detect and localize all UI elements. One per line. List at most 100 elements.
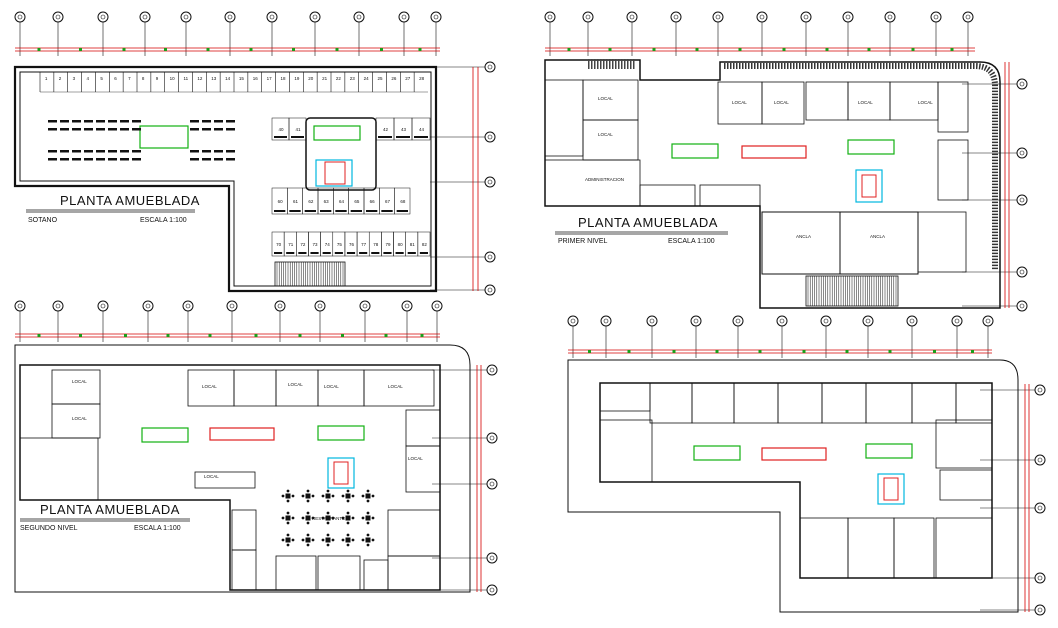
room (935, 419, 993, 469)
dim-tick (933, 350, 936, 353)
segundo-escalator (209, 427, 275, 441)
parking-number: 65 (354, 199, 360, 204)
axis-bubble-inner (954, 318, 960, 324)
dim-tick (384, 334, 388, 337)
parking-number: 13 (211, 76, 217, 81)
primer-elevator (855, 169, 883, 203)
parking-number: 10 (170, 76, 176, 81)
parking-bar (214, 128, 223, 131)
restaurant-chair (286, 521, 290, 525)
restaurant-chair (326, 521, 330, 525)
axis-bubble (1016, 78, 1028, 90)
parking-bar (407, 252, 416, 254)
axis-bubble-inner (933, 14, 939, 20)
parking-number: 8 (142, 76, 145, 81)
axis-bubble (180, 11, 192, 23)
tercer-elevator (877, 473, 905, 505)
axis-bubble-inner (1019, 81, 1025, 87)
restaurant-chair (286, 511, 290, 515)
restaurant-chair (341, 516, 345, 520)
primer-room-label: LOCAL (858, 100, 873, 105)
axis-bubble (982, 315, 994, 327)
restaurant-table (365, 493, 371, 499)
parking-bar (120, 128, 129, 131)
parking-bar (378, 136, 392, 138)
axis-bubble (97, 300, 109, 312)
room (865, 382, 913, 424)
restaurant-chair (306, 543, 310, 547)
axis-bubble (401, 300, 413, 312)
restaurant-chair (281, 494, 285, 498)
parking-bar (96, 128, 105, 131)
axis-bubble (1016, 300, 1028, 312)
parking-bar (108, 120, 117, 123)
axis-bubble-inner (673, 14, 679, 20)
axis-bubble-inner (779, 318, 785, 324)
parking-bar (371, 252, 380, 254)
room (51, 369, 101, 405)
axis-bubble-inner (487, 287, 493, 293)
parking-number: 73 (313, 242, 319, 247)
axis-bubble (582, 11, 594, 23)
axis-bubble (224, 11, 236, 23)
axis-bubble (486, 584, 498, 596)
axis-bubble-inner (865, 318, 871, 324)
parking-bar (383, 252, 392, 254)
axis-bubble (430, 11, 442, 23)
restaurant-chair (371, 516, 375, 520)
restaurant-table (345, 515, 351, 521)
tercer-axis-bubbles (567, 315, 1046, 616)
parking-bar (132, 120, 141, 123)
parking-bar (120, 150, 129, 153)
dim-tick (588, 350, 591, 353)
axis-bubble-inner (759, 14, 765, 20)
parking-bar (226, 128, 235, 131)
restaurant-chair (321, 538, 325, 542)
tercer-elevator-stair (883, 477, 899, 501)
sotano-scale: ESCALA 1:100 (140, 217, 187, 224)
axis-bubble-inner (803, 14, 809, 20)
dim-tick (206, 48, 210, 51)
axis-bubble (884, 11, 896, 23)
segundo-axis-bubbles (14, 300, 498, 596)
dim-tick (335, 48, 339, 51)
dim-tick (166, 334, 170, 337)
axis-bubble (712, 11, 724, 23)
dim-tick (738, 48, 742, 51)
axis-bubble (544, 11, 556, 23)
axis-bubble-inner (649, 318, 655, 324)
segundo-furniture-1 (141, 427, 189, 443)
axis-bubble-inner (17, 14, 23, 20)
plan-tercer-nivel (567, 315, 1046, 616)
parking-bar (60, 158, 69, 161)
parking-bar (419, 252, 428, 254)
primer-room-label: LOCAL (598, 132, 613, 137)
parking-number: 24 (364, 76, 370, 81)
parking-number: 2 (59, 76, 62, 81)
sotano-furniture-group (139, 125, 189, 149)
axis-bubble-inner (693, 318, 699, 324)
axis-bubble (353, 11, 365, 23)
axis-bubble-inner (570, 318, 576, 324)
parking-bar (359, 252, 368, 254)
axis-bubble (52, 300, 64, 312)
parking-stall (288, 117, 307, 141)
restaurant-chair (366, 511, 370, 515)
primer-elevator-stair (861, 174, 877, 198)
restaurant-chair (311, 494, 315, 498)
parking-bar (202, 128, 211, 131)
tercer-outline (599, 382, 993, 579)
parking-number: 80 (398, 242, 404, 247)
parking-bar (366, 210, 378, 212)
parking-number: 40 (279, 127, 285, 132)
dim-tick (79, 48, 82, 51)
axis-bubble (930, 11, 942, 23)
axis-bubble-inner (185, 303, 191, 309)
restaurant-chair (366, 521, 370, 525)
dim-tick (418, 48, 422, 51)
axis-bubble-inner (909, 318, 915, 324)
parking-bar (108, 128, 117, 131)
parking-bar (334, 252, 343, 254)
primer-furniture-2 (847, 139, 895, 155)
